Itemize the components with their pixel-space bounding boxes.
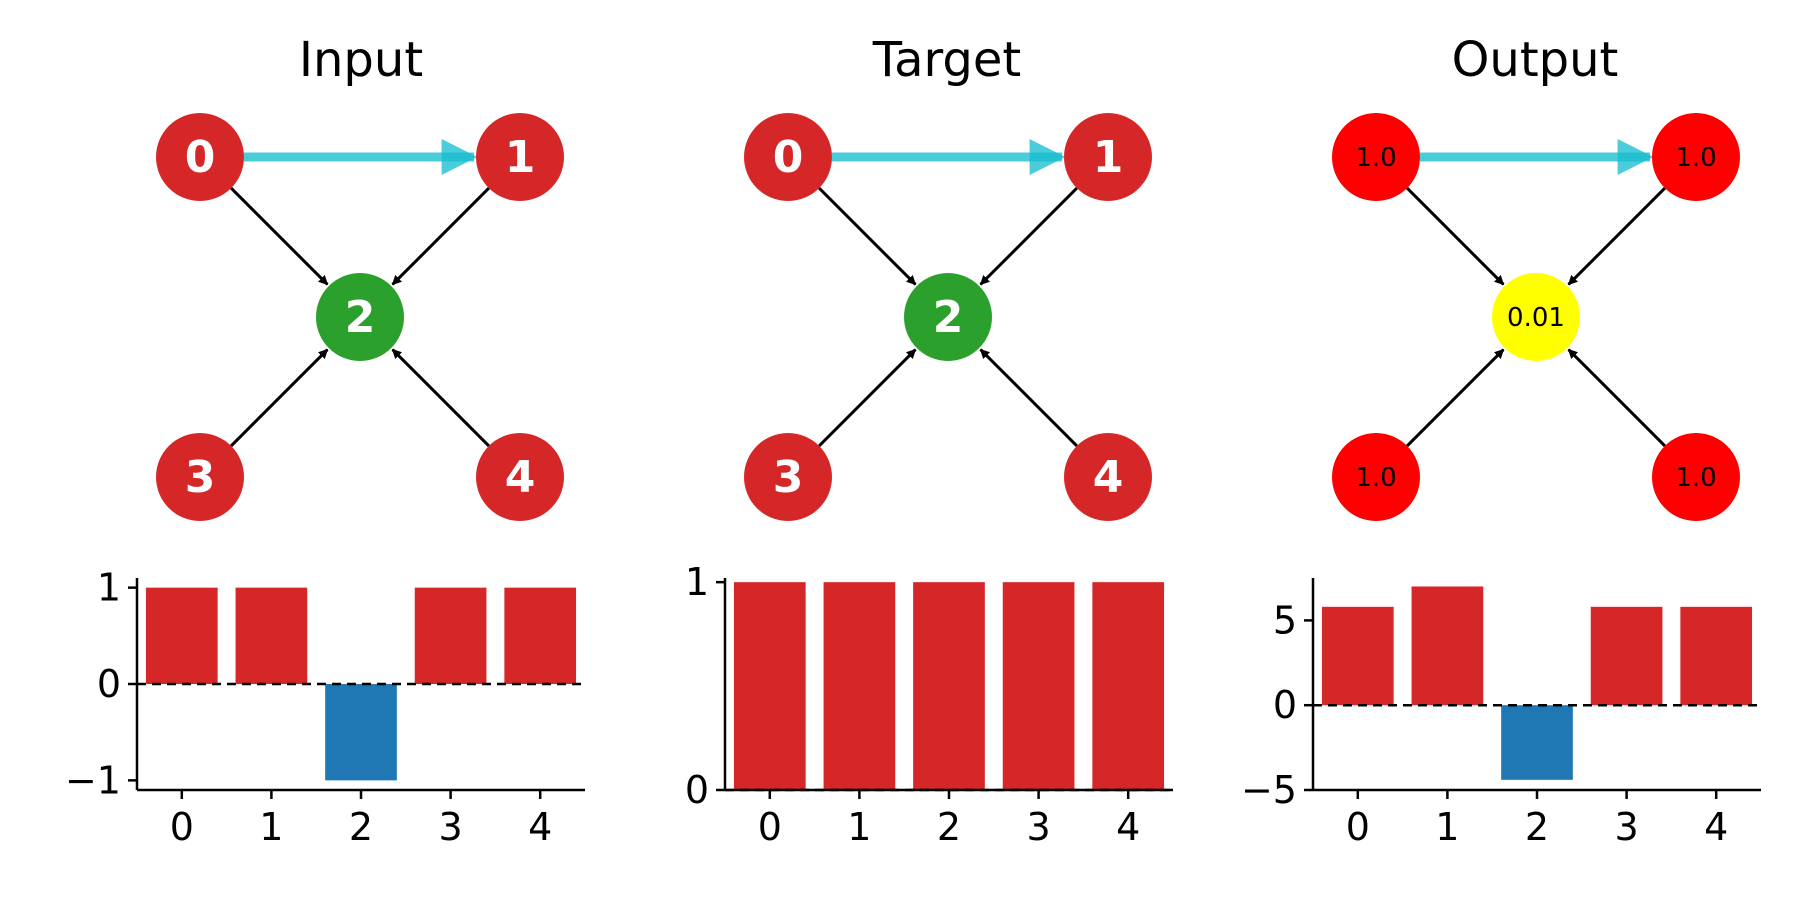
- graph-edge: [979, 348, 1078, 447]
- x-tick-label: 3: [1027, 805, 1051, 849]
- y-tick-label: 1: [97, 566, 121, 610]
- y-tick-label: 0: [1273, 683, 1297, 727]
- graph-edge: [391, 348, 490, 447]
- y-tick-label: −5: [1241, 768, 1297, 812]
- x-tick-label: 1: [1435, 805, 1459, 849]
- node-label: 1.0: [1355, 143, 1396, 173]
- y-tick-label: 0: [685, 768, 709, 812]
- panel-title: Output: [1452, 32, 1619, 88]
- bar: [1321, 606, 1394, 706]
- graph-node: [1492, 273, 1580, 361]
- node-label: 0: [773, 132, 804, 183]
- bar-chart-input: −1 0 1 0 1 2 3 4: [65, 566, 585, 849]
- graph-node: [476, 113, 564, 201]
- graph-edge: [1406, 187, 1505, 286]
- bar: [1680, 606, 1753, 706]
- graph-node: [1332, 113, 1420, 201]
- graph-edge: [391, 187, 490, 286]
- panel-input: Input 0 1 2 3 4 −1 0 1 0 1 2 3 4: [65, 32, 585, 849]
- x-tick-label: 3: [1615, 805, 1639, 849]
- x-tick-label: 0: [1346, 805, 1370, 849]
- node-label: 3: [773, 452, 804, 503]
- x-tick-label: 1: [847, 805, 871, 849]
- y-tick-label: −1: [65, 758, 121, 802]
- graph-edge: [818, 348, 917, 447]
- x-tick-label: 4: [528, 805, 552, 849]
- bar: [504, 587, 577, 684]
- node-label: 0.01: [1507, 303, 1565, 333]
- y-tick-label: 0: [97, 662, 121, 706]
- graph-node: [1064, 433, 1152, 521]
- bar-chart-output: −5 0 5 0 1 2 3 4: [1241, 578, 1761, 849]
- panel-title: Input: [299, 32, 423, 88]
- graph-node: [1064, 113, 1152, 201]
- x-tick-label: 1: [259, 805, 283, 849]
- graph-edge: [1567, 348, 1666, 447]
- y-tick-label: 5: [1273, 598, 1297, 642]
- panel-output: Output 1.0 1.0 0.01 1.0 1.0 −5 0 5 0 1 2 3 4: [1241, 32, 1761, 849]
- graph-node: [156, 113, 244, 201]
- bar: [235, 587, 308, 684]
- bar: [414, 587, 487, 684]
- node-label: 1: [505, 132, 536, 183]
- bar-chart-target: 0 1 0 1 2 3 4: [685, 560, 1173, 849]
- bar: [145, 587, 218, 684]
- node-label: 2: [933, 292, 964, 343]
- node-label: 3: [185, 452, 216, 503]
- node-label: 0: [185, 132, 216, 183]
- bar: [913, 582, 985, 790]
- graph-edge: [230, 348, 329, 447]
- x-tick-label: 4: [1704, 805, 1728, 849]
- x-tick-label: 2: [1525, 805, 1549, 849]
- y-tick-label: 1: [685, 560, 709, 604]
- graph-node: [744, 113, 832, 201]
- node-label: 1.0: [1355, 463, 1396, 493]
- node-label: 1.0: [1675, 143, 1716, 173]
- graph-node: [744, 433, 832, 521]
- x-tick-label: 0: [758, 805, 782, 849]
- graph-node: [1652, 113, 1740, 201]
- graph-edge: [230, 187, 329, 286]
- node-label: 4: [1093, 452, 1124, 503]
- x-tick-label: 2: [349, 805, 373, 849]
- node-label: 1: [1093, 132, 1124, 183]
- bar: [1092, 582, 1165, 790]
- graph-node: [1652, 433, 1740, 521]
- x-tick-label: 3: [439, 805, 463, 849]
- node-label: 4: [505, 452, 536, 503]
- graph-node: [156, 433, 244, 521]
- graph-input: 0 1 2 3 4: [156, 113, 564, 521]
- graph-node: [904, 273, 992, 361]
- graph-node: [316, 273, 404, 361]
- x-tick-label: 0: [170, 805, 194, 849]
- graph-edge: [1406, 348, 1505, 447]
- graph-node: [1332, 433, 1420, 521]
- graph-node: [476, 433, 564, 521]
- bar: [823, 582, 896, 790]
- graph-output: 1.0 1.0 0.01 1.0 1.0: [1332, 113, 1740, 521]
- panel-title: Target: [872, 32, 1022, 88]
- bar: [325, 684, 397, 781]
- bar: [1002, 582, 1075, 790]
- node-label: 1.0: [1675, 463, 1716, 493]
- graph-edge: [818, 187, 917, 286]
- graph-edge: [979, 187, 1078, 286]
- bar: [1501, 705, 1573, 780]
- x-tick-label: 2: [937, 805, 961, 849]
- node-label: 2: [345, 292, 376, 343]
- bar: [733, 582, 806, 790]
- bar: [1590, 606, 1663, 706]
- x-tick-label: 4: [1116, 805, 1140, 849]
- graph-edge: [1567, 187, 1666, 286]
- panel-target: Target 0 1 2 3 4 0 1 0 1 2 3 4: [685, 32, 1173, 849]
- graph-target: 0 1 2 3 4: [744, 113, 1152, 521]
- bar: [1411, 586, 1484, 706]
